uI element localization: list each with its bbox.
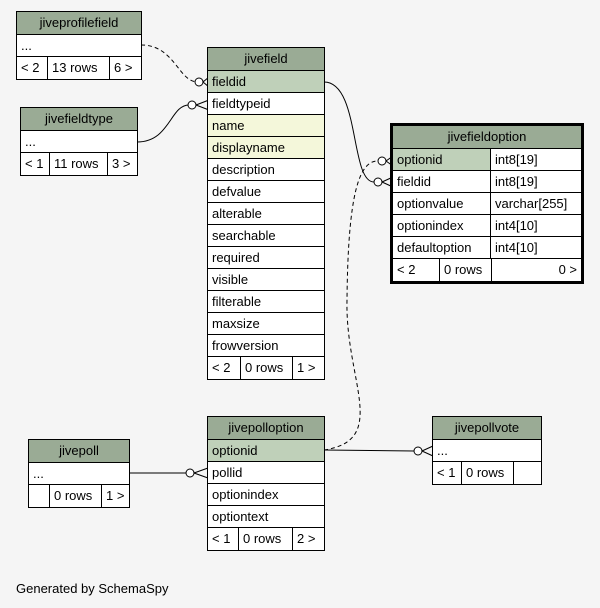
column-defaultoption[interactable]: defaultoption int4[10]: [393, 237, 581, 259]
placeholder-row: ...: [17, 35, 141, 57]
footer-parents[interactable]: < 1: [212, 531, 231, 546]
column-frowversion[interactable]: frowversion: [208, 335, 324, 357]
column-fieldtypeid[interactable]: fieldtypeid: [208, 93, 324, 115]
footer-parents[interactable]: [29, 485, 49, 507]
column-optionvalue[interactable]: optionvalue varchar[255]: [393, 193, 581, 215]
footer-parents[interactable]: < 2: [212, 360, 231, 375]
column-name: defaultoption: [393, 237, 491, 258]
table-header: jivefieldoption: [393, 126, 581, 149]
table-jivefield[interactable]: jivefield fieldid fieldtypeid name displ…: [207, 47, 325, 380]
column-maxsize[interactable]: maxsize: [208, 313, 324, 335]
rel-polloption-pollvote: [323, 449, 415, 452]
column-description[interactable]: description: [208, 159, 324, 181]
rel-profilefield-fieldid: [140, 44, 199, 83]
footer-children[interactable]: 0 >: [491, 259, 581, 281]
column-optionid[interactable]: optionid int8[19]: [393, 149, 581, 171]
placeholder-row: ...: [29, 463, 129, 485]
rel-polloption-fieldoption: [323, 160, 378, 451]
footer-rows: 0 rows: [49, 485, 101, 507]
column-name: optionid: [393, 149, 491, 170]
column-required[interactable]: required: [208, 247, 324, 269]
table-footer: < 2 13 rows 6 >: [17, 57, 141, 79]
table-footer: < 1 0 rows 2 >: [208, 528, 324, 550]
table-jivepolloption[interactable]: jivepolloption optionid pollid optionind…: [207, 416, 325, 551]
column-pollid[interactable]: pollid: [208, 462, 324, 484]
footer-rows: 0 rows: [439, 259, 491, 281]
footer-rows: 0 rows: [238, 528, 292, 550]
table-footer: < 1 11 rows 3 >: [21, 153, 137, 175]
table-jivepoll[interactable]: jivepoll ... 0 rows 1 >: [28, 439, 130, 508]
column-alterable[interactable]: alterable: [208, 203, 324, 225]
column-name: optionvalue: [393, 193, 491, 214]
table-footer: 0 rows 1 >: [29, 485, 129, 507]
column-optiontext[interactable]: optiontext: [208, 506, 324, 528]
footer-rows: 13 rows: [47, 57, 109, 79]
table-jivepollvote[interactable]: jivepollvote ... < 1 0 rows: [432, 416, 542, 485]
table-footer: < 2 0 rows 0 >: [393, 259, 581, 281]
footer-parents[interactable]: < 1: [437, 465, 456, 480]
table-header: jivefieldtype: [21, 108, 137, 131]
column-defvalue[interactable]: defvalue: [208, 181, 324, 203]
footer-parents[interactable]: < 2: [21, 60, 40, 75]
table-jivefieldtype[interactable]: jivefieldtype ... < 1 11 rows 3 >: [20, 107, 138, 176]
column-type: int8[19]: [495, 152, 538, 167]
column-type: int4[10]: [495, 240, 538, 255]
footer-children[interactable]: 6 >: [109, 57, 141, 79]
table-jivefieldoption[interactable]: jivefieldoption optionid int8[19] fieldi…: [390, 123, 584, 284]
column-searchable[interactable]: searchable: [208, 225, 324, 247]
footer-children[interactable]: 2 >: [292, 528, 324, 550]
column-fieldid[interactable]: fieldid: [208, 71, 324, 93]
rel-fieldtype-fieldtypeid: [136, 104, 190, 143]
table-header: jivepolloption: [208, 417, 324, 440]
footer-parents[interactable]: < 1: [25, 156, 44, 171]
table-jiveprofilefield[interactable]: jiveprofilefield ... < 2 13 rows 6 >: [16, 11, 142, 80]
column-type: int4[10]: [495, 218, 538, 233]
footer-rows: 0 rows: [240, 357, 292, 379]
footer-children[interactable]: 3 >: [107, 153, 137, 175]
rel-field-fieldoption: [323, 81, 375, 183]
table-footer: < 2 0 rows 1 >: [208, 357, 324, 379]
column-visible[interactable]: visible: [208, 269, 324, 291]
column-name[interactable]: name: [208, 115, 324, 137]
column-filterable[interactable]: filterable: [208, 291, 324, 313]
footer-parents[interactable]: < 2: [397, 262, 416, 277]
table-footer: < 1 0 rows: [433, 462, 541, 484]
column-type: int8[19]: [495, 174, 538, 189]
footer-rows: 11 rows: [49, 153, 107, 175]
generated-by-label: Generated by SchemaSpy: [16, 581, 169, 596]
footer-rows: 0 rows: [461, 462, 513, 484]
placeholder-row: ...: [433, 440, 541, 462]
footer-children[interactable]: [513, 462, 541, 484]
column-name: optionindex: [393, 215, 491, 236]
table-header: jivefield: [208, 48, 324, 71]
table-header: jivepollvote: [433, 417, 541, 440]
column-type: varchar[255]: [495, 196, 568, 211]
column-fieldid[interactable]: fieldid int8[19]: [393, 171, 581, 193]
footer-children[interactable]: 1 >: [101, 485, 129, 507]
table-header: jivepoll: [29, 440, 129, 463]
table-header: jiveprofilefield: [17, 12, 141, 35]
footer-children[interactable]: 1 >: [292, 357, 324, 379]
column-optionid[interactable]: optionid: [208, 440, 324, 462]
column-displayname[interactable]: displayname: [208, 137, 324, 159]
column-optionindex[interactable]: optionindex: [208, 484, 324, 506]
column-name: fieldid: [393, 171, 491, 192]
placeholder-row: ...: [21, 131, 137, 153]
column-optionindex[interactable]: optionindex int4[10]: [393, 215, 581, 237]
